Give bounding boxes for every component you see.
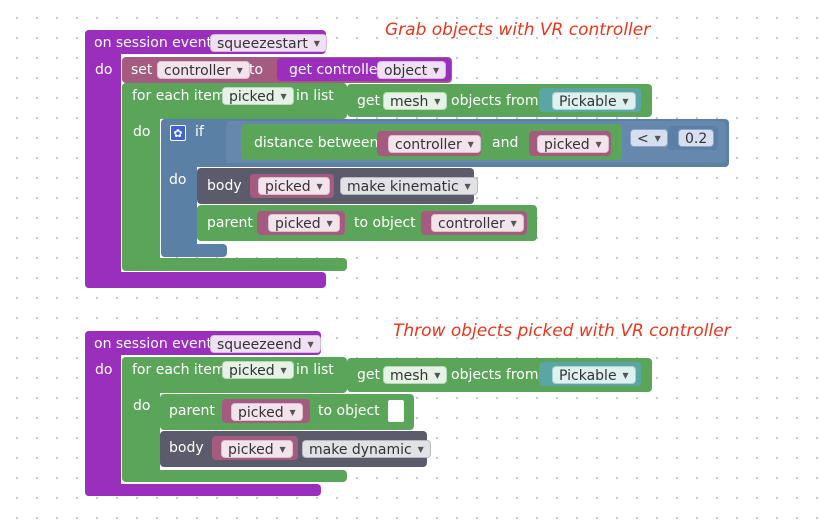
chevron-down-icon: ▼ [622,97,629,106]
throw-get-label: get [357,367,380,383]
chevron-down-icon: ▼ [510,219,517,228]
if-label: if [195,124,204,140]
throw-objects-from-label: objects from [451,367,539,383]
chevron-down-icon: ▼ [417,445,424,454]
get-controller-dropdown[interactable]: object ▼ [377,61,447,79]
throw-body-var-dropdown[interactable]: picked ▼ [221,440,293,458]
throw-get-dropdown[interactable]: mesh ▼ [383,366,448,384]
throw-foreach-label: for each item [132,362,226,378]
chevron-down-icon: ▼ [326,219,333,228]
chevron-down-icon: ▼ [622,371,629,380]
get-controller-label: get controller [289,62,384,78]
throw-parent-var-dropdown[interactable]: picked ▼ [231,403,303,421]
parent-label: parent [207,215,253,231]
throw-do-label: do [95,362,113,378]
throw-event-value: squeezeend [217,337,302,353]
set-variable-dropdown[interactable]: controller ▼ [157,61,250,79]
get-controller-value: object [384,63,428,79]
distance-b-dropdown[interactable]: picked ▼ [537,135,609,153]
chevron-down-icon: ▼ [289,408,296,417]
chevron-down-icon: ▼ [433,66,440,75]
chevron-down-icon: ▼ [280,366,287,375]
annotation-grab: Grab objects with VR controller [385,20,651,40]
grab-do2-label: do [133,124,151,140]
to-label: to [249,62,264,78]
grab-event-value: squeezestart [217,36,308,52]
distance-a-dropdown[interactable]: controller ▼ [388,135,481,153]
throw-in-list-label: in list [296,362,334,378]
throw-foreach-dropdown[interactable]: picked ▼ [222,361,294,379]
body-label: body [207,178,242,194]
grab-in-list-label: in list [296,88,334,104]
throw-body-action-dropdown[interactable]: make dynamic ▼ [302,440,431,458]
body-var-value: picked [265,179,311,195]
grab-do3-label: do [169,172,187,188]
parent-var-value: picked [275,216,321,232]
body-var-dropdown[interactable]: picked ▼ [258,177,330,195]
chevron-down-icon: ▼ [654,134,661,143]
set-label: set [131,62,153,78]
throw-tag-value: Pickable [559,368,617,384]
body-action-dropdown[interactable]: make kinematic ▼ [340,177,478,195]
throw-do2-label: do [133,398,151,414]
grab-get-dropdown[interactable]: mesh ▼ [383,92,448,110]
empty-input-slot[interactable] [388,400,404,422]
grab-event-label: on session event [94,35,213,51]
chevron-down-icon: ▼ [595,140,602,149]
grab-get-value: mesh [390,94,429,110]
grab-get-label: get [357,93,380,109]
throw-foreach-value: picked [229,363,275,379]
grab-foreach-label: for each item [132,88,226,104]
chevron-down-icon: ▼ [313,39,320,48]
distance-b-value: picked [544,137,590,153]
chevron-down-icon: ▼ [467,140,474,149]
chevron-down-icon: ▼ [236,66,243,75]
to-object-var-value: controller [438,216,505,232]
throw-to-object-label: to object [318,403,380,419]
to-object-label: to object [354,215,416,231]
grab-foreach-value: picked [229,89,275,105]
chevron-down-icon: ▼ [434,371,441,380]
grab-tag-value: Pickable [559,94,617,110]
gear-icon[interactable]: ✿ [170,125,186,141]
body-action-value: make kinematic [347,179,459,195]
annotation-throw: Throw objects picked with VR controller [393,321,731,341]
distance-label: distance between [254,135,379,151]
throw-body-action-value: make dynamic [309,442,412,458]
distance-a-value: controller [395,137,462,153]
parent-var-dropdown[interactable]: picked ▼ [268,214,340,232]
throw-parent-var-value: picked [238,405,284,421]
throw-event-dropdown[interactable]: squeezeend ▼ [210,335,321,353]
throw-parent-label: parent [169,403,215,419]
throw-body-label: body [169,440,204,456]
grab-foreach-dropdown[interactable]: picked ▼ [222,87,294,105]
throw-tag-dropdown[interactable]: Pickable ▼ [552,366,636,384]
to-object-var-dropdown[interactable]: controller ▼ [431,214,524,232]
compare-operator-value: < [637,131,649,147]
throw-get-value: mesh [390,368,429,384]
chevron-down-icon: ▼ [280,92,287,101]
chevron-down-icon: ▼ [307,340,314,349]
and-label: and [492,135,519,151]
chevron-down-icon: ▼ [434,97,441,106]
compare-operator-dropdown[interactable]: <▼ [630,129,668,147]
set-variable-value: controller [164,63,231,79]
chevron-down-icon: ▼ [464,182,471,191]
throw-body-var-value: picked [228,442,274,458]
threshold-input[interactable]: 0.2 [678,129,715,147]
throw-event-label: on session event [94,336,213,352]
grab-objects-from-label: objects from [451,93,539,109]
chevron-down-icon: ▼ [279,445,286,454]
grab-do-label: do [95,62,113,78]
grab-tag-dropdown[interactable]: Pickable ▼ [552,92,636,110]
chevron-down-icon: ▼ [316,182,323,191]
grab-event-dropdown[interactable]: squeezestart ▼ [210,34,327,52]
